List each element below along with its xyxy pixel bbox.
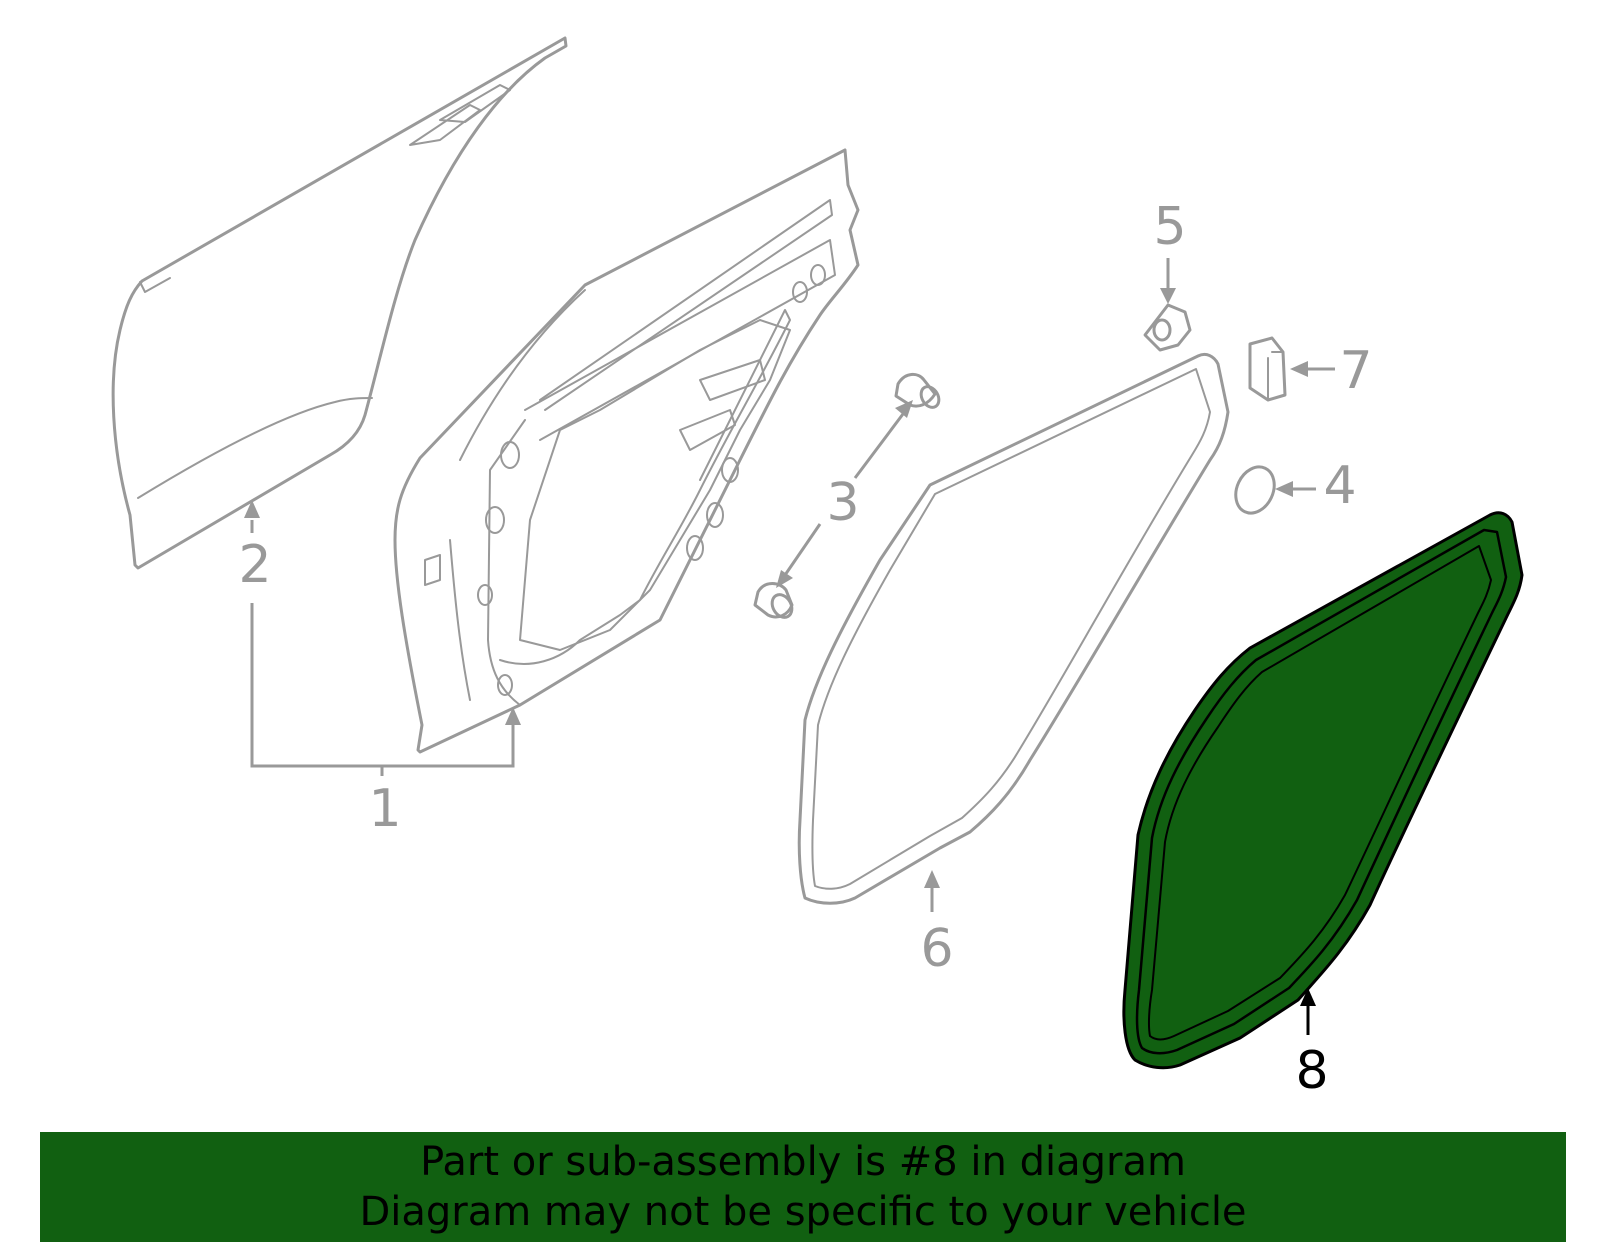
grommet bbox=[1234, 465, 1276, 515]
door-inner-frame bbox=[393, 148, 860, 754]
leader-5 bbox=[1160, 258, 1176, 304]
callout-6: 6 bbox=[920, 919, 953, 979]
door-weatherstrip bbox=[797, 352, 1230, 905]
door-outer-panel bbox=[111, 36, 568, 570]
callout-8: 8 bbox=[1295, 1041, 1328, 1101]
callout-3: 3 bbox=[826, 473, 859, 533]
banner-vehicle-disclaimer: Diagram may not be specific to your vehi… bbox=[359, 1189, 1247, 1235]
leader-2 bbox=[244, 500, 260, 533]
callout-7: 7 bbox=[1339, 341, 1372, 401]
callout-2: 2 bbox=[238, 535, 271, 595]
nut bbox=[1143, 303, 1192, 352]
leader-7 bbox=[1290, 361, 1335, 377]
clip bbox=[1248, 336, 1287, 402]
plug-upper bbox=[894, 373, 941, 409]
leader-3 bbox=[776, 400, 913, 588]
leader-8 bbox=[1300, 988, 1316, 1035]
info-banner: Part or sub-assembly is #8 in diagram Di… bbox=[40, 1132, 1566, 1242]
callout-5: 5 bbox=[1153, 197, 1186, 257]
banner-part-note: Part or sub-assembly is #8 in diagram bbox=[420, 1139, 1186, 1185]
highlighted-weatherstrip bbox=[1122, 511, 1524, 1070]
callout-4: 4 bbox=[1323, 456, 1356, 516]
callout-1: 1 bbox=[368, 779, 401, 839]
leader-1 bbox=[250, 603, 521, 776]
plug-lower bbox=[753, 582, 794, 619]
leader-4 bbox=[1275, 481, 1316, 497]
leader-6 bbox=[924, 870, 940, 912]
